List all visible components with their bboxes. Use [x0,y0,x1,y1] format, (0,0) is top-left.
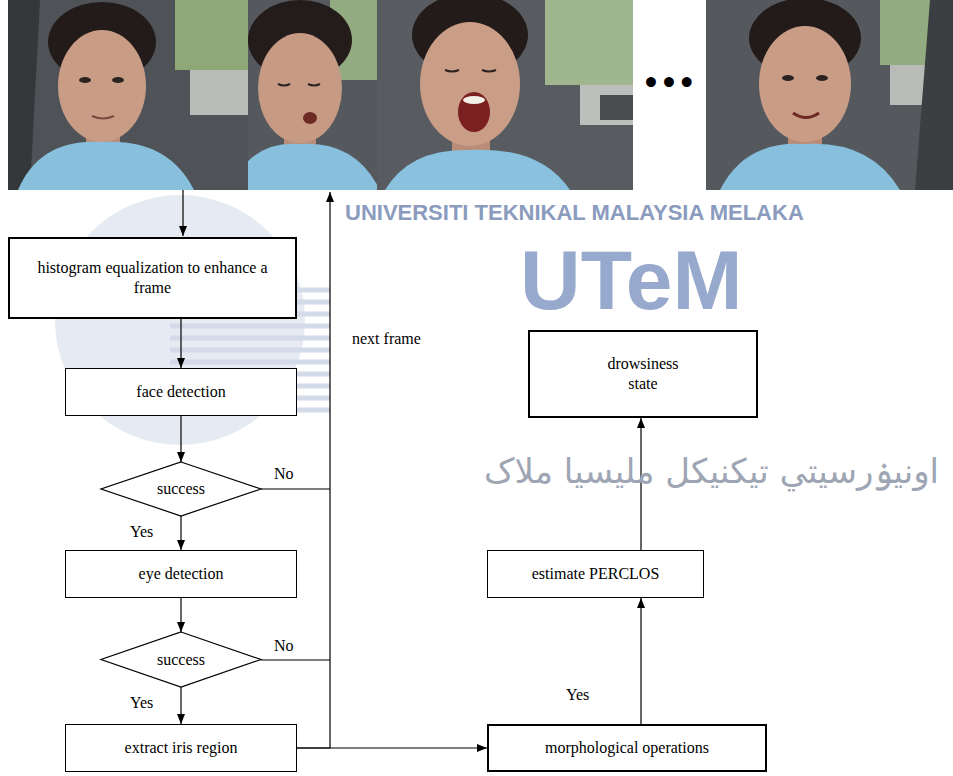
driver-photo [112,77,124,83]
flow-arrow [180,516,181,550]
driver-photo [445,70,496,72]
process-box: histogram equalization to enhance a fram… [8,237,297,319]
diamond-outline [101,632,261,687]
driver-photo [190,70,248,115]
driver-photo [278,84,320,86]
flow-arrow [640,598,641,724]
driver-photo [18,142,194,190]
driver-photo [720,144,900,190]
driver-photo [8,0,40,190]
node-text: morphological operations [545,738,709,758]
flow-line [261,659,330,660]
result-box: drowsiness state [528,330,758,418]
flow-arrow [180,416,181,462]
driver-photo [58,30,146,142]
driver-photo [793,113,819,118]
flow-line [182,190,183,236]
driver-photo [248,144,377,190]
node-text: success [157,650,205,670]
branch-label: No [274,465,294,483]
watermark-text: اونيۏرسيتي تيکنيکل مليسيا ملاک [484,452,939,491]
driver-photo [706,0,953,190]
node-text: success [157,479,205,499]
driver-photo [8,0,248,190]
edge-label: Yes [130,523,153,541]
flow-arrow [180,319,181,368]
process-box: eye detection [65,550,297,598]
driver-photo [600,95,633,120]
driver-photo [79,77,91,83]
node-text: estimate PERCLOS [532,564,660,584]
flow-line [297,192,330,748]
driver-photo [915,0,953,190]
flow-arrow [180,687,181,724]
process-box: face detection [65,368,297,416]
driver-photo [463,96,485,104]
flow-arrow [180,598,181,632]
decision-diamond: success [101,632,261,687]
logo-watermark: UTeM [520,238,742,322]
process-box: morphological operations [487,724,767,772]
decision-diamond: success [101,462,261,516]
driver-photo [420,22,520,146]
flow-line [261,488,330,489]
driver-photo [175,0,248,70]
node-text: face detection [136,382,225,402]
node-text: extract iris region [125,738,238,758]
flow-label: next frame [352,330,421,348]
driver-photo [8,0,248,190]
driver-photo [782,75,794,81]
driver-photo [92,116,114,119]
driver-photo [258,33,342,143]
driver-photo [303,112,317,124]
node-text: eye detection [139,564,224,584]
driver-photo [248,0,377,190]
node-text: histogram equalization to enhance a fram… [34,258,271,298]
branch-label: No [274,637,294,655]
edge-label: Yes [130,694,153,712]
driver-photo [545,0,633,85]
watermark-text: UNIVERSITI TEKNIKAL MALAYSIA MELAKA [345,200,804,225]
edge-label: Yes [566,686,589,704]
driver-photo [385,150,570,190]
driver-photo [458,92,490,132]
flow-arrow [297,747,487,748]
driver-photo [580,85,633,125]
driver-photo [377,0,633,190]
seal-watermark [55,195,330,445]
diamond-outline [101,462,261,516]
driver-photo [759,26,851,142]
ellipsis-mark: ••• [642,68,696,100]
node-text: drowsiness state [600,354,686,394]
process-box: estimate PERCLOS [487,550,704,598]
driver-photo [816,75,828,81]
process-box: extract iris region [65,724,297,772]
seal-watermark [55,195,305,445]
